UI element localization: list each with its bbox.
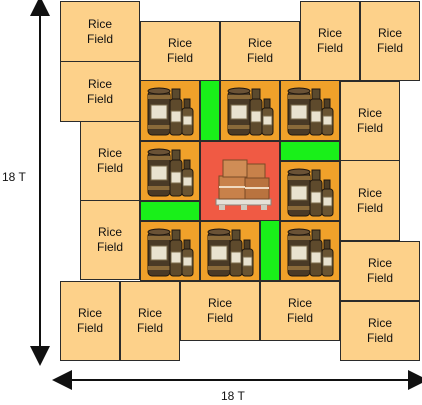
- brewery[interactable]: [200, 221, 260, 281]
- barrel-bottle-icon: [287, 87, 334, 136]
- barrel-bottle-icon: [147, 228, 194, 277]
- vertical-dimension-label: 18 T: [2, 170, 26, 184]
- road-tile: [140, 201, 200, 221]
- barrel-bottle-icon: [287, 228, 334, 277]
- barrel-bottle-icon: [147, 148, 194, 197]
- brewery[interactable]: [140, 80, 200, 141]
- road-tile: [200, 80, 220, 141]
- barrel-bottle-icon: [147, 87, 194, 136]
- warehouse[interactable]: [200, 141, 280, 221]
- brewery[interactable]: [140, 141, 200, 201]
- barrel-bottle-icon: [207, 228, 254, 277]
- road-tile: [280, 141, 340, 161]
- horizontal-dimension-label: 18 T: [221, 389, 245, 403]
- brewery[interactable]: [140, 221, 200, 281]
- barrel-bottle-icon: [227, 87, 274, 136]
- brewery[interactable]: [280, 80, 340, 141]
- brewery[interactable]: [280, 161, 340, 221]
- brewery[interactable]: [280, 221, 340, 281]
- barrel-bottle-icon: [287, 168, 334, 217]
- crate-pallet-icon: [215, 159, 272, 210]
- brewery[interactable]: [220, 80, 280, 141]
